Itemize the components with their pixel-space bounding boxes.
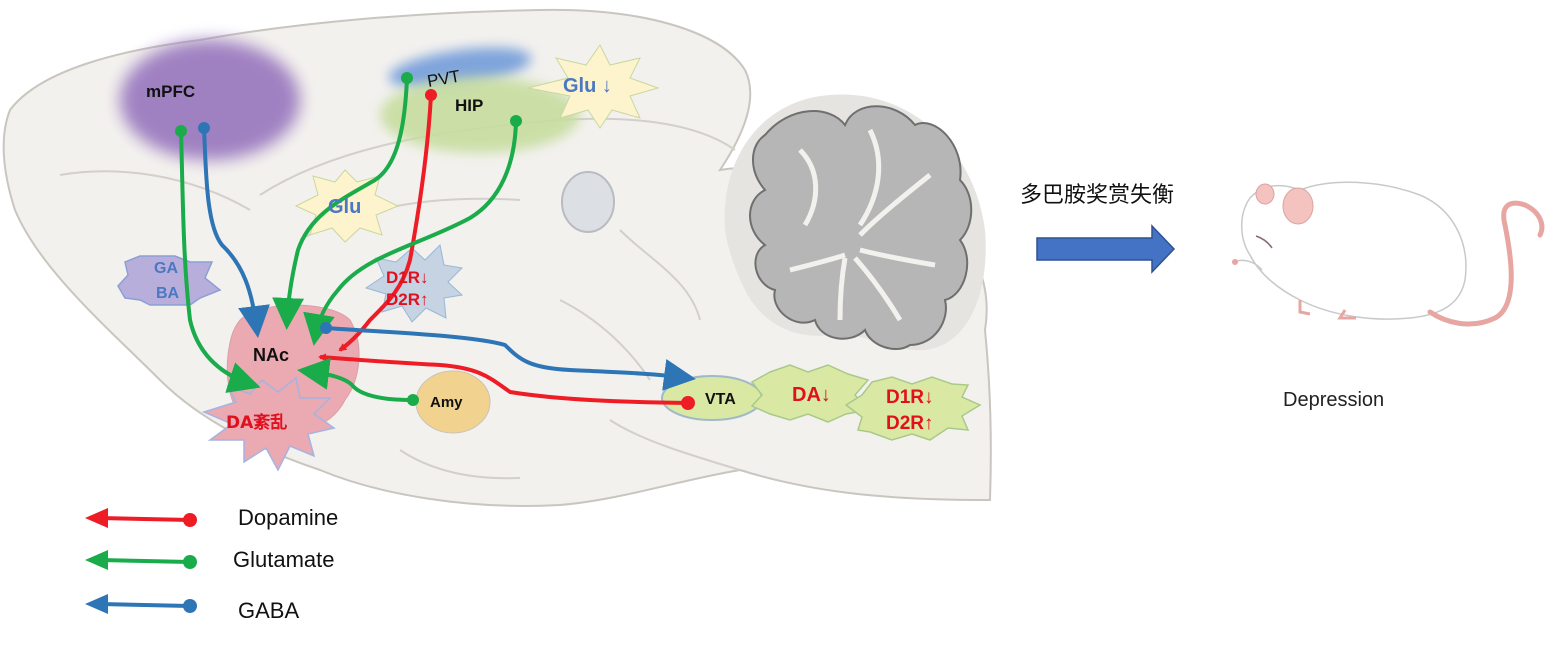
pvt-glutamate-origin [401, 72, 413, 84]
glutamate-legend-line [99, 558, 191, 564]
mpfc-glutamate-pathway [179, 130, 261, 393]
receptor-vta-label-2: D2R↑ [886, 413, 934, 434]
da-disorder-burst [201, 376, 336, 472]
gaba-label-line2: BA [156, 285, 180, 302]
pvt-dopamine-origin [425, 89, 437, 101]
legend-label-glutamate: Glutamate [233, 547, 335, 572]
outcome-label: Depression [1283, 389, 1384, 411]
legend-label-dopamine: Dopamine [238, 505, 338, 530]
vta-label: VTA [705, 391, 736, 408]
receptor-top-burst [364, 243, 464, 323]
amy-label: Amy [430, 394, 463, 411]
mpfc-glutamate-origin [175, 125, 187, 137]
depressed-mouse-illustration [1231, 181, 1545, 327]
da-down-burst [750, 364, 870, 423]
dopamine-arrowhead-icon [85, 508, 108, 528]
legend-item-dopamine: Dopamine [85, 505, 338, 530]
progression-arrow [1036, 224, 1176, 274]
legend: Dopamine Glutamate GABA [85, 505, 338, 623]
nac-gaba-origin [320, 322, 332, 334]
da-down-label: DA↓ [792, 384, 831, 406]
glu-hip-label: Glu ↓ [563, 75, 612, 97]
gaba-origin-icon [183, 599, 197, 613]
mpfc-gaba-origin [198, 122, 210, 134]
cerebellum [724, 94, 986, 351]
dopamine-legend-line [99, 516, 191, 522]
hip-glutamate-origin [510, 115, 522, 127]
hip-label: HIP [455, 96, 483, 115]
glutamate-arrowhead-icon [85, 550, 108, 570]
da-disorder-label: DA紊乱 [226, 412, 287, 433]
imbalance-caption: 多巴胺奖赏失衡 [1020, 183, 1174, 208]
legend-label-gaba: GABA [238, 598, 299, 623]
mpfc-region [120, 40, 300, 160]
gaba-arrowhead-icon [85, 594, 108, 614]
dopamine-origin-icon [183, 513, 197, 527]
glu-mid-burst [294, 169, 400, 243]
nac-vta-gaba-pathway [325, 326, 696, 391]
nac-label: NAc [253, 345, 289, 365]
gaba-label-line1: GA [154, 260, 178, 277]
glu-hip-burst [527, 44, 660, 129]
receptor-vta-burst [844, 376, 982, 441]
legend-item-glutamate: Glutamate [85, 547, 335, 572]
glutamate-origin-icon [183, 555, 197, 569]
vta-dopamine-origin [681, 396, 695, 410]
receptor-top-label-2: D2R↑ [386, 290, 429, 309]
mpfc-label: mPFC [146, 82, 195, 101]
amy-glutamate-pathway [297, 357, 414, 402]
vta-nac-dopamine-pathway [318, 353, 689, 405]
receptor-vta-label-1: D1R↓ [886, 387, 934, 408]
amy-glutamate-origin [407, 394, 419, 406]
receptor-top-label-1: D1R↓ [386, 268, 429, 287]
glu-mid-label: Glu [328, 196, 361, 218]
gaba-legend-line [99, 602, 191, 608]
pvt-dopamine-pathway [338, 94, 433, 352]
legend-item-gaba: GABA [85, 594, 299, 623]
mpfc-gaba-pathway [202, 127, 270, 338]
hip-glutamate-pathway [303, 120, 518, 346]
pvt-glutamate-pathway [272, 77, 409, 330]
